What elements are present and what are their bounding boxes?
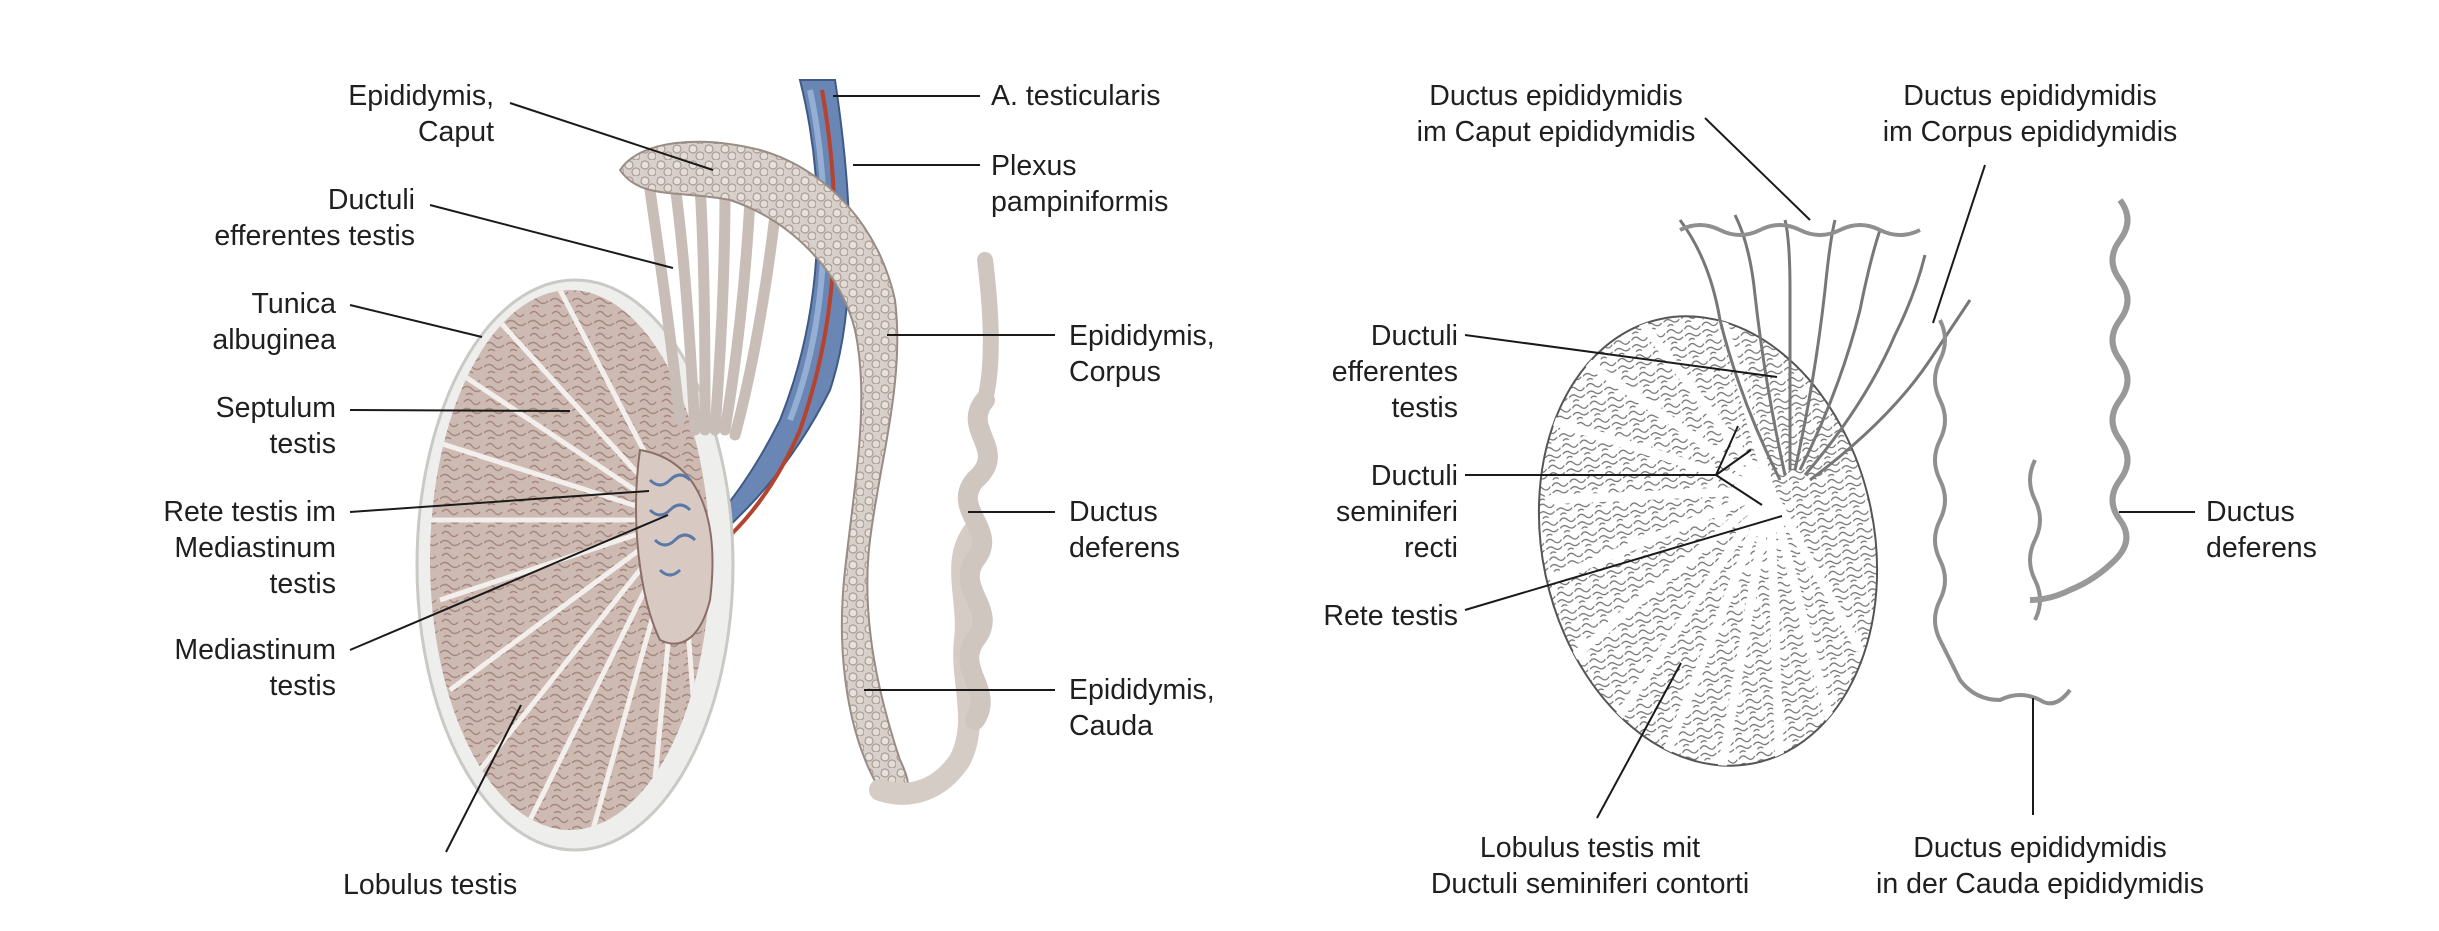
leader-lobulus-contorti (1596, 662, 1682, 819)
label-a-testicularis: A. testicularis (991, 80, 1161, 112)
leader-rete-testis (349, 490, 650, 513)
ductuli-efferentes-drawing (1678, 214, 1972, 482)
label-ductus-epididymidis-corpus: Ductus epididymidis im Corpus epididymid… (1882, 80, 2178, 148)
label-tunica-albuginea: Tunica albuginea (212, 288, 336, 356)
label-septulum-testis: Septulum testis (215, 392, 336, 460)
label-mediastinum-testis: Mediastinum testis (174, 634, 336, 702)
ductus-deferens-drawing (2029, 198, 2131, 603)
label-ductus-deferens-right: Ductus deferens (2206, 496, 2317, 564)
leader-epididymis-caput (509, 102, 714, 171)
leader-rete-testis-right (1464, 515, 1783, 611)
leader-ductuli-efferentes-right (1464, 334, 1778, 378)
leader-recti-2 (1715, 425, 1739, 476)
ductus-deferens-shape (957, 252, 999, 730)
label-ductuli-efferentes-testis-right: Ductuli efferentes testis (1331, 320, 1458, 424)
label-plexus-pampiniformis: Plexus pampiniformis (991, 150, 1169, 218)
label-epididymis-caput: Epididymis, Caput (348, 80, 494, 148)
label-ductus-epididymidis-cauda: Ductus epididymidis in der Cauda epididy… (1876, 832, 2204, 900)
right-illustration (1537, 198, 2131, 781)
testis-body (415, 278, 735, 852)
ductus-epididymidis-drawing (1679, 223, 2072, 706)
label-ductus-deferens-left: Ductus deferens (1069, 496, 1180, 564)
leader-recti-4 (1715, 474, 1763, 506)
leader-septulum-testis (349, 409, 571, 412)
leader-ductuli-efferentes (429, 204, 674, 269)
leader-ductus-epididymidis-caput (1704, 117, 1811, 221)
lobulated-testis-drawing (1537, 308, 1879, 781)
label-ductuli-efferentes-testis: Ductuli efferentes testis (214, 184, 415, 252)
label-ductus-epididymidis-caput: Ductus epididymidis im Caput epididymidi… (1416, 80, 1696, 148)
leader-lines (349, 95, 2195, 853)
label-rete-testis-right: Rete testis (1323, 600, 1458, 632)
leader-tunica-albuginea (349, 304, 483, 338)
label-ductuli-seminiferi-recti: Ductuli seminiferi recti (1336, 460, 1458, 564)
label-lobulus-testis: Lobulus testis (343, 869, 518, 901)
left-illustration (415, 79, 999, 852)
label-epididymis-corpus: Epididymis, Corpus (1069, 320, 1215, 388)
label-rete-testis-im-mediastinum: Rete testis im Mediastinum testis (163, 496, 336, 600)
label-lobulus-testis-mit-contorti: Lobulus testis mit Ductuli seminiferi co… (1430, 832, 1750, 900)
ductuli-efferentes-shape (644, 179, 781, 441)
leader-mediastinum-testis (349, 514, 669, 651)
leader-lobulus-testis (445, 704, 522, 853)
leader-ductus-epididymidis-corpus (1932, 164, 1986, 324)
label-epididymis-cauda: Epididymis, Cauda (1069, 674, 1215, 742)
leader-recti-3 (1715, 449, 1752, 476)
